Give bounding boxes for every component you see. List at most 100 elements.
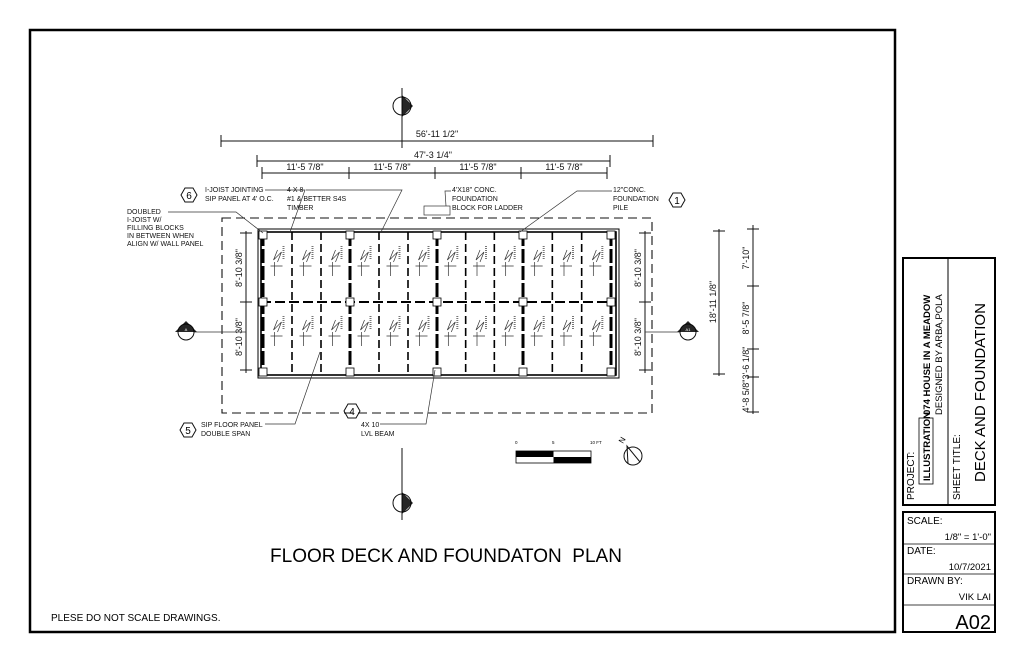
panel-span-symbol [530, 319, 543, 346]
timber-line-1: 4 X 8 [287, 187, 303, 194]
pile [518, 297, 528, 307]
date-value: 10/7/2021 [949, 562, 991, 573]
callout-timber: 4 X 8 #1 & BETTER S4S TIMBER [287, 187, 403, 233]
dim-frame: 47'-3 1/4" [414, 150, 452, 160]
drawn-by-value: VIK LAI [959, 592, 991, 603]
panel-span-symbol [328, 249, 341, 276]
panel-span-symbol [357, 319, 370, 346]
pile [606, 230, 616, 240]
callout-doubled-joist: DOUBLED I-JOIST W/ FILLING BLOCKS IN BET… [127, 209, 264, 248]
panel-span-symbol [444, 249, 457, 276]
callout-4-line-2: LVL BEAM [361, 431, 395, 438]
section-line-vertical [392, 88, 413, 520]
dim-left-1: 8'-10 3/8" [234, 249, 244, 287]
foundation-outline [221, 217, 653, 414]
timber-line-2: #1 & BETTER S4S [287, 196, 346, 203]
pile [258, 367, 268, 377]
dim-bay-4: 11'-5 7/8" [545, 162, 582, 172]
panel-span-symbol [560, 249, 572, 276]
callout-6-number: 6 [186, 191, 192, 202]
panel-span-symbol [386, 319, 399, 346]
callout-5-line-2: DOUBLE SPAN [201, 431, 250, 438]
designer: DESIGNED BY ARBA,POLA [934, 294, 945, 415]
dim-right-1: 8'-10 3/8" [633, 249, 643, 287]
timber-line-3: TIMBER [287, 205, 313, 212]
dim-outer-2: 8'-5 7/8" [741, 302, 751, 335]
section-marker-left: A [175, 321, 246, 341]
drawn-by-label: DRAWN BY: [907, 576, 963, 587]
dimension-frame: 47'-3 1/4" [256, 150, 611, 167]
scale-bar: 0 5 10 FT [515, 440, 602, 464]
callout-5-line-1: SIP FLOOR PANEL [201, 422, 263, 429]
doubled-line-3: FILLING BLOCKS [127, 225, 184, 232]
scale-label: SCALE: [907, 516, 943, 527]
project-name: 074 HOUSE IN A MEADOW [922, 295, 933, 415]
dim-outer-4: 4'-8 5/8" [741, 380, 751, 413]
pile [345, 367, 355, 377]
pile [258, 230, 268, 240]
scale-label-0: 0 [515, 440, 518, 445]
pile [518, 230, 528, 240]
pile [345, 297, 355, 307]
scale-value: 1/8" = 1'-0" [945, 532, 991, 543]
doubled-line-1: DOUBLED [127, 209, 161, 216]
block-line-1: 4'X18" CONC. [452, 187, 497, 194]
pile [518, 367, 528, 377]
callout-4-line-1: 4X 10 [361, 422, 379, 429]
dimension-depth: 18'-11 1/8" [708, 229, 725, 376]
doubled-line-5: ALIGN W/ WALL PANEL [127, 241, 203, 248]
dim-bay-2: 11'-5 7/8" [373, 162, 410, 172]
panel-span-symbol [501, 319, 514, 346]
dim-left-2: 8'-10 3/8" [234, 318, 244, 356]
panel-span-symbol [589, 249, 602, 276]
panel-span-symbol [501, 249, 514, 276]
panel-span-symbol [589, 319, 602, 346]
callout-1-line-2: FOUNDATION [613, 196, 659, 203]
dimension-overall: 56'-11 1/2" [220, 129, 654, 147]
sheet-border [28, 28, 897, 634]
ladder-block-symbol [423, 205, 451, 216]
dim-bay-1: 11'-5 7/8" [286, 162, 323, 172]
panel-span-symbol [530, 249, 543, 276]
panel-span-symbol [328, 319, 341, 346]
panel-span-symbol [415, 249, 428, 276]
pile [432, 367, 442, 377]
block-line-3: BLOCK FOR LADDER [452, 205, 523, 212]
panel-span-symbol [560, 319, 572, 346]
panel-span-symbol [270, 319, 283, 346]
callout-1-line-1: 12"CONC. [613, 187, 646, 194]
dimension-left: 8'-10 3/8" 8'-10 3/8" [234, 231, 252, 373]
panel-span-symbol [357, 249, 370, 276]
dimension-bays: 11'-5 7/8" 11'-5 7/8" 11'-5 7/8" 11'-5 7… [261, 162, 608, 179]
callout-4-number: 4 [349, 407, 355, 418]
callout-4: 4 4X 10 LVL BEAM [343, 369, 436, 438]
pile [606, 297, 616, 307]
pile [606, 367, 616, 377]
doubled-line-2: I-JOIST W/ [127, 217, 162, 224]
callout-6: 6 I-JOIST JOINTING SIP PANEL AT 4' O.C. [180, 187, 306, 233]
project-label: PROJECT: [906, 452, 917, 500]
scale-note: PLESE DO NOT SCALE DRAWINGS. [51, 613, 220, 624]
callout-5: 5 SIP FLOOR PANEL DOUBLE SPAN [179, 351, 321, 438]
dim-outer-1: 7'-10" [741, 247, 751, 270]
callout-ladder-block: 4'X18" CONC. FOUNDATION BLOCK FOR LADDER [423, 187, 523, 216]
section-label-a1: A1 [686, 327, 692, 332]
dim-overall: 56'-11 1/2" [416, 129, 458, 139]
section-marker-right: A1 [645, 321, 699, 341]
doubled-line-4: IN BETWEEN WHEN [127, 233, 194, 240]
north-arrow: N [617, 435, 643, 466]
panel-span-symbol [473, 249, 485, 276]
panel-span-symbol [415, 319, 428, 346]
panel-span-symbol [473, 319, 485, 346]
scale-label-10: 10 FT [590, 440, 602, 445]
panel-span-symbol [386, 249, 399, 276]
sheet-title: DECK AND FOUNDATION [972, 303, 989, 482]
drawing-title: FLOOR DECK AND FOUNDATON PLAN [270, 546, 622, 567]
dim-outer-3: 3'-6 1/8" [741, 347, 751, 380]
callout-6-line-2: SIP PANEL AT 4' O.C. [205, 196, 274, 203]
north-label: N [617, 435, 628, 445]
panel-span-symbol [444, 319, 457, 346]
section-label-a: A [185, 327, 188, 332]
deck-frame [257, 228, 620, 379]
